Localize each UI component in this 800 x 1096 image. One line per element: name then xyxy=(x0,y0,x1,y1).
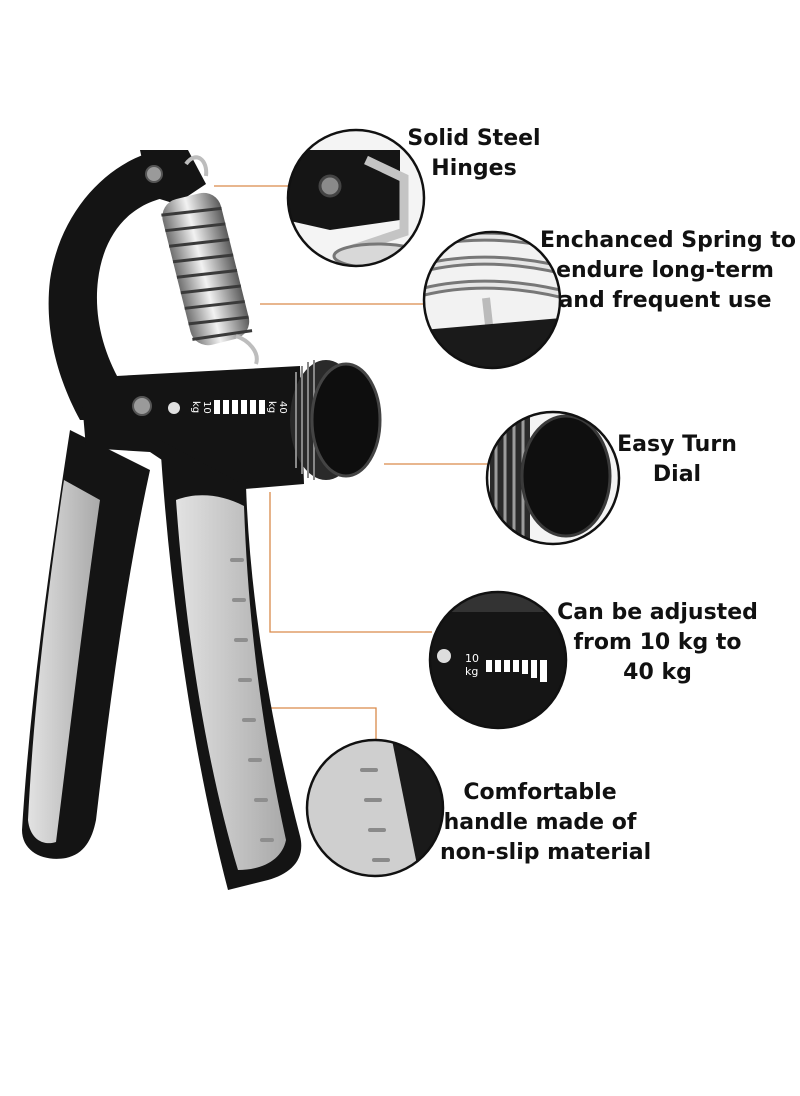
scale-min-value: 10 xyxy=(201,401,212,414)
detail-circle-adjust: 10 kg xyxy=(428,590,568,730)
detail-scale-unit: kg xyxy=(465,665,478,678)
front-handle-grip xyxy=(176,495,286,870)
detail-circle-hinges xyxy=(286,128,426,268)
callout-line: non-slip material xyxy=(440,840,652,865)
callout-line: Enchanced Spring to xyxy=(540,228,796,253)
center-hinge-pin xyxy=(132,396,152,416)
gripper-head xyxy=(80,366,304,492)
callout-line: handle made of xyxy=(443,810,637,835)
scale-min-unit: kg xyxy=(190,401,201,413)
scale-max-value: 40 xyxy=(277,401,288,414)
callout-line: Can be adjusted xyxy=(557,600,758,625)
detail-scale-value: 10 xyxy=(465,652,479,665)
detail-circle-handle xyxy=(305,738,445,878)
c-frame xyxy=(48,150,176,420)
callout-adjust-label: Can be adjusted from 10 kg to 40 kg xyxy=(555,598,760,688)
callout-dial-label: Easy Turn Dial xyxy=(612,430,742,490)
detail-circle-dial xyxy=(485,410,621,546)
hand-gripper: 10 kg 40 kg xyxy=(22,150,382,890)
scale-dot xyxy=(168,402,180,414)
callout-line: Solid Steel xyxy=(407,126,541,151)
callout-line: endure long-term xyxy=(556,258,774,283)
resistance-scale xyxy=(214,400,265,414)
c-frame-arm xyxy=(140,150,206,204)
callout-line: Easy Turn xyxy=(617,432,737,457)
callout-handle-label: Comfortable handle made of non-slip mate… xyxy=(440,778,652,868)
top-hinge-pin xyxy=(145,165,163,183)
grip-ridges xyxy=(230,558,274,842)
back-handle-grip xyxy=(28,480,100,844)
main-spring xyxy=(161,155,259,365)
leader-lines xyxy=(214,185,488,742)
leader-line-handle xyxy=(262,707,377,742)
adjustment-dial xyxy=(290,360,382,480)
callout-line: Hinges xyxy=(431,156,517,181)
callout-line: Dial xyxy=(652,462,702,487)
callout-line: from 10 kg to xyxy=(573,630,742,655)
scale-max-unit: kg xyxy=(266,401,277,413)
leader-line-adjust xyxy=(269,492,432,633)
callout-line: and frequent use xyxy=(558,288,772,313)
callout-line: 40 kg xyxy=(623,660,692,685)
callout-hinges-label: Solid Steel Hinges xyxy=(404,124,544,184)
callout-line: Comfortable xyxy=(463,780,617,805)
callout-spring-label: Enchanced Spring to endure long-term and… xyxy=(540,226,796,316)
